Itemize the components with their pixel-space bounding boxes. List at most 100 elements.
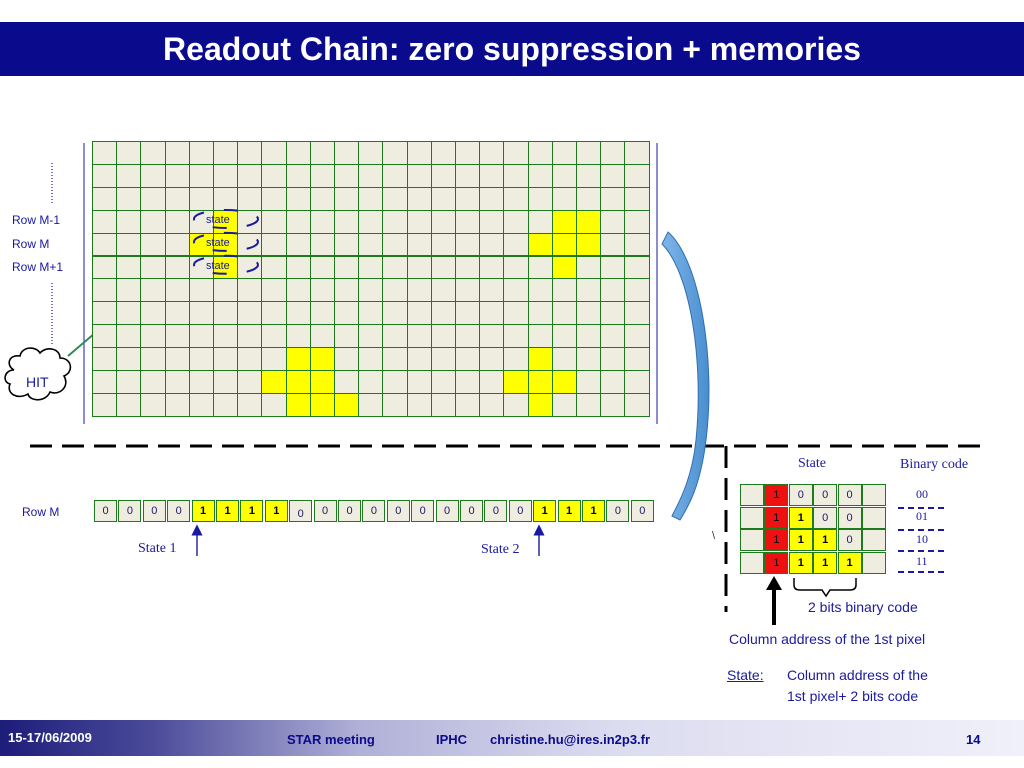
row-label-m-minus-1: Row M-1 bbox=[12, 213, 61, 227]
footer-meeting: STAR meeting bbox=[287, 732, 375, 747]
pixel-cell bbox=[527, 141, 553, 165]
pixel-cell bbox=[188, 301, 214, 326]
pixel-cell bbox=[92, 163, 118, 188]
pixel-cell bbox=[455, 278, 481, 303]
pixel-cell bbox=[92, 255, 118, 280]
pixel-cell bbox=[406, 370, 432, 394]
pixel-cell bbox=[576, 209, 602, 234]
pixel-cell bbox=[261, 301, 287, 326]
state-definition-title: State: bbox=[727, 667, 764, 683]
pixel-cell bbox=[503, 141, 529, 165]
pixel-cell bbox=[455, 347, 481, 371]
pixel-cell bbox=[116, 141, 142, 165]
transfer-curved-arrow-icon bbox=[661, 231, 710, 521]
pixel-cell bbox=[600, 186, 626, 211]
code-10: 10 bbox=[916, 532, 928, 546]
row-m-cell: 0 bbox=[313, 500, 337, 522]
pixel-cell bbox=[309, 163, 335, 188]
row-m-cell: 0 bbox=[338, 500, 361, 522]
pixel-cell bbox=[624, 232, 650, 257]
pixel-cell bbox=[600, 301, 626, 326]
state-table-cell bbox=[740, 551, 764, 574]
pixel-cell bbox=[406, 232, 432, 257]
pixel-cell bbox=[261, 163, 287, 188]
pixel-cell bbox=[285, 347, 311, 371]
pixel-cell bbox=[334, 163, 360, 188]
pixel-cell bbox=[358, 255, 384, 280]
pixel-cell bbox=[116, 278, 142, 303]
pixel-cell bbox=[92, 278, 118, 303]
state-definition-line1: Column address of the bbox=[787, 667, 928, 683]
row-m-cell: 0 bbox=[411, 500, 435, 522]
state-table-cell: 0 bbox=[813, 506, 838, 529]
pixel-cell bbox=[527, 255, 553, 280]
pixel-cell bbox=[576, 141, 602, 165]
pixel-cell bbox=[503, 301, 529, 326]
pixel-cell bbox=[430, 186, 456, 211]
pixel-cell bbox=[551, 255, 577, 280]
pixel-cell bbox=[576, 324, 602, 349]
pixel-cell bbox=[576, 186, 602, 211]
pixel-cell bbox=[527, 301, 553, 326]
pixel-cell bbox=[479, 278, 505, 303]
pixel-cell bbox=[188, 324, 214, 349]
pixel-cell bbox=[479, 232, 505, 257]
state-table-cell bbox=[740, 506, 764, 529]
pixel-cell bbox=[430, 370, 456, 394]
pixel-cell bbox=[213, 163, 239, 188]
row-m-cell: 0 bbox=[606, 500, 630, 522]
pixel-cell bbox=[358, 209, 384, 234]
pixel-cell bbox=[406, 186, 432, 211]
pixel-cell bbox=[551, 163, 577, 188]
pixel-cell bbox=[600, 209, 626, 234]
footer-page-number: 14 bbox=[966, 732, 981, 747]
pixel-cell bbox=[285, 370, 311, 394]
pixel-cell bbox=[213, 392, 239, 417]
row-m-cell: 0 bbox=[508, 500, 532, 522]
state-table-cell: 1 bbox=[813, 551, 838, 574]
pixel-cell bbox=[479, 392, 505, 417]
pixel-cell bbox=[116, 347, 142, 371]
state-table-cell: 1 bbox=[764, 529, 789, 551]
row-m-cell: 1 bbox=[533, 500, 557, 522]
pixel-cell bbox=[92, 186, 118, 211]
pixel-cell bbox=[285, 392, 311, 417]
pixel-cell bbox=[140, 232, 166, 257]
pixel-cell bbox=[334, 392, 360, 417]
pixel-cell bbox=[140, 370, 166, 394]
pixel-cell bbox=[576, 278, 602, 303]
pixel-cell bbox=[600, 232, 626, 257]
pixel-cell bbox=[116, 370, 142, 394]
pixel-cell bbox=[285, 324, 311, 349]
pixel-cell bbox=[576, 347, 602, 371]
pixel-cell bbox=[309, 347, 335, 371]
pixel-cell bbox=[358, 278, 384, 303]
pixel-cell bbox=[358, 392, 384, 417]
pixel-cell bbox=[479, 141, 505, 165]
pixel-cell bbox=[382, 186, 408, 211]
pixel-cell bbox=[334, 324, 360, 349]
pixel-cell bbox=[358, 301, 384, 326]
code-00: 00 bbox=[916, 487, 928, 501]
pixel-cell bbox=[309, 392, 335, 417]
pixel-cell bbox=[116, 163, 142, 188]
pixel-cell bbox=[551, 392, 577, 417]
pixel-cell bbox=[624, 347, 650, 371]
footer-date: 15-17/06/2009 bbox=[8, 730, 92, 745]
pixel-cell bbox=[116, 255, 142, 280]
row-m-cell: 1 bbox=[557, 500, 581, 522]
pixel-cell bbox=[261, 324, 287, 349]
pixel-cell bbox=[503, 163, 529, 188]
pixel-cell bbox=[430, 301, 456, 326]
state-table-cell: 1 bbox=[837, 551, 862, 574]
pixel-cell bbox=[503, 255, 529, 280]
pixel-cell bbox=[576, 370, 602, 394]
pixel-cell bbox=[116, 209, 142, 234]
two-bits-label: 2 bits binary code bbox=[808, 599, 918, 615]
pixel-cell bbox=[213, 141, 239, 165]
hit-cloud-icon bbox=[4, 347, 72, 401]
pixel-cell bbox=[382, 301, 408, 326]
state-tag: state bbox=[205, 213, 230, 226]
pixel-cell bbox=[116, 186, 142, 211]
pixel-cell bbox=[624, 186, 650, 211]
